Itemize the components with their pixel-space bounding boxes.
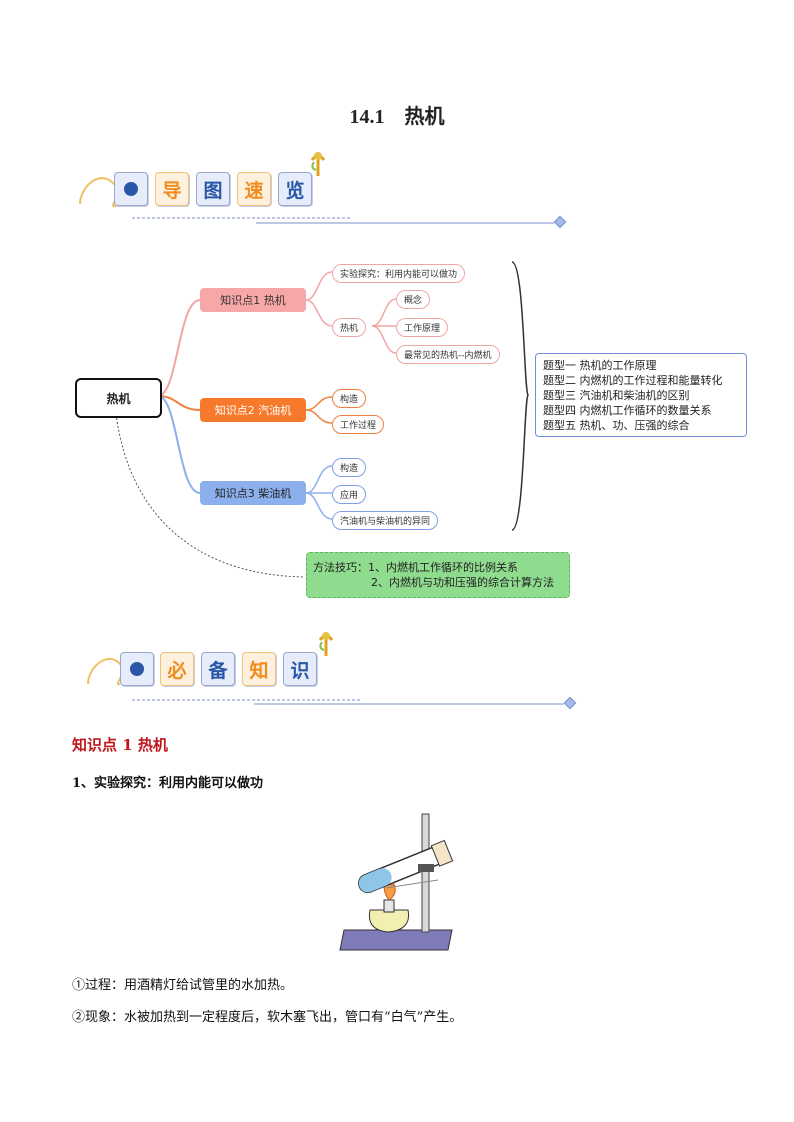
method-line: 2、内燃机与功和压强的综合计算方法	[371, 576, 554, 589]
kp1-item-experiment: 实验探究：利用内能可以做功	[332, 264, 466, 283]
banner-essential-knowledge: 必 备 知 识	[86, 626, 586, 716]
kp1-sub-principle: 工作原理	[396, 318, 449, 337]
kp1-sub-concept: 概念	[396, 290, 431, 309]
section-subheading: 1、实验探究：利用内能可以做功	[72, 776, 264, 791]
question-types-box: 题型一 热机的工作原理 题型二 内燃机的工作过程和能量转化 题型三 汽油机和柴油…	[535, 353, 747, 437]
banner-dot-tile	[120, 652, 154, 686]
circle-icon	[124, 182, 138, 196]
question-type: 题型二 内燃机的工作过程和能量转化	[543, 374, 723, 387]
section-heading: 知识点 1 热机	[72, 736, 168, 754]
kp1-item-heat-engine: 热机	[332, 318, 367, 337]
kp3-node: 知识点3 柴油机	[200, 481, 306, 505]
banner-tile: 览	[278, 172, 312, 206]
question-type: 题型三 汽油机和柴油机的区别	[543, 389, 690, 402]
banner-dot-tile	[114, 172, 148, 206]
banner-guide-map: 导 图 速 览	[76, 148, 576, 238]
banner-tile: 速	[237, 172, 271, 206]
mindmap-root: 热机	[75, 378, 162, 418]
kp3-item-structure: 构造	[332, 458, 367, 477]
kp1-sub-combustion: 最常见的热机--内燃机	[396, 345, 500, 364]
kp2-node: 知识点2 汽油机	[200, 398, 306, 422]
kp3-item-comparison: 汽油机与柴油机的异同	[332, 511, 439, 530]
banner-tile: 备	[201, 652, 235, 686]
banner-tile: 必	[160, 652, 194, 686]
process-paragraph: ①过程：用酒精灯给试管里的水加热。	[72, 978, 294, 993]
page-title: 14.1 热机	[349, 106, 445, 128]
kp2-item-process: 工作过程	[332, 415, 385, 434]
banner-decoration-icon	[79, 152, 567, 229]
kp1-node: 知识点1 热机	[200, 288, 306, 312]
banner-decoration-icon	[87, 632, 577, 710]
kp3-item-application: 应用	[332, 485, 367, 504]
phenomenon-paragraph: ②现象：水被加热到一定程度后，软木塞飞出，管口有“白气”产生。	[72, 1010, 463, 1025]
kp2-item-structure: 构造	[332, 389, 367, 408]
banner-tile: 识	[283, 652, 317, 686]
banner-tile: 图	[196, 172, 230, 206]
question-type: 题型四 内燃机工作循环的数量关系	[543, 404, 712, 417]
experiment-apparatus-illustration	[339, 813, 454, 951]
banner-tile: 知	[242, 652, 276, 686]
banner-tile: 导	[155, 172, 189, 206]
circle-icon	[130, 662, 144, 676]
mindmap-connectors	[115, 261, 529, 578]
method-tips-box: 方法技巧：1、内燃机工作循环的比例关系 2、内燃机与功和压强的综合计算方法	[306, 552, 570, 598]
question-type: 题型一 热机的工作原理	[543, 359, 657, 372]
question-type: 题型五 热机、功、压强的综合	[543, 419, 690, 432]
method-line: 方法技巧：1、内燃机工作循环的比例关系	[313, 561, 518, 574]
